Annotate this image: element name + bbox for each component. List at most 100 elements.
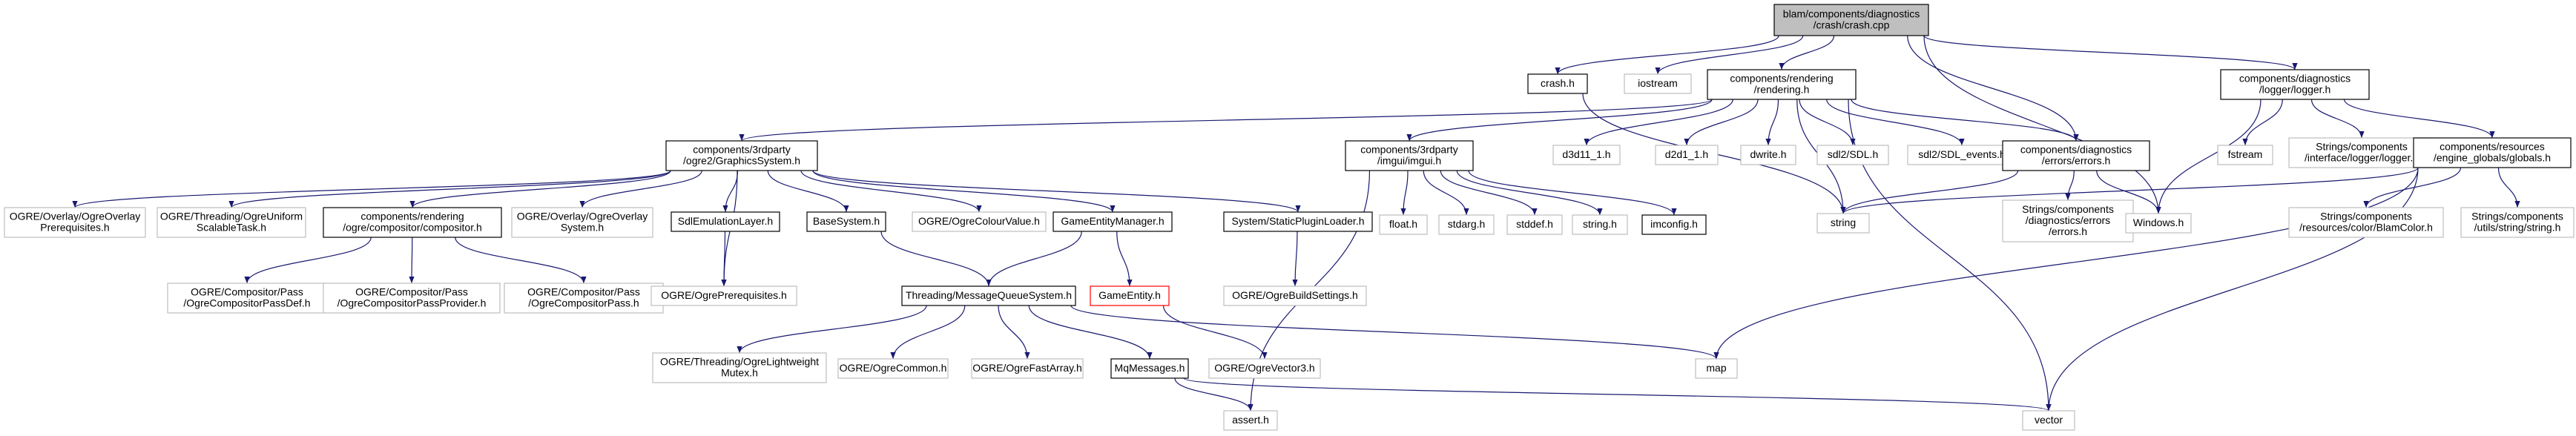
node-label-line: OGRE/OgreBuildSettings.h	[1232, 289, 1358, 301]
node-box	[2413, 137, 2572, 168]
edge-graphicssystem-h-to-uniform-task-h	[228, 170, 671, 208]
edge-line	[890, 305, 966, 360]
node-box	[1345, 140, 1474, 171]
edge-graphicssystem-h-to-sdlemulation-h	[722, 170, 739, 213]
node-label-line: System.h	[561, 222, 604, 234]
node-label-line: OGRE/OgreVector3.h	[1214, 362, 1314, 374]
node-windows-h: Windows.h	[2125, 213, 2192, 234]
node-box	[323, 283, 501, 314]
node-label-line: Strings/components	[2022, 203, 2114, 215]
node-box	[4, 207, 146, 238]
node-label-line: sdl2/SDL.h	[1828, 148, 1878, 160]
node-label-line: OGRE/OgreColourValue.h	[918, 215, 1040, 227]
node-label-line: Strings/components	[2471, 211, 2563, 222]
node-label-line: /errors.h	[2049, 225, 2087, 237]
node-gameentitymanager-h[interactable]: GameEntityManager.h	[1053, 211, 1173, 232]
node-gameentity-h[interactable]: GameEntity.h	[1090, 285, 1170, 306]
edge-line	[2155, 99, 2262, 214]
node-label-line: stddef.h	[1516, 218, 1553, 230]
node-label-line: OGRE/Compositor/Pass	[527, 286, 640, 298]
node-label-line: MqMessages.h	[1115, 362, 1185, 374]
node-staticplugin-h[interactable]: System/StaticPluginLoader.h	[1223, 211, 1373, 232]
node-label-line: /errors/errors.h	[2042, 155, 2111, 167]
node-label-line: Prerequisites.h	[40, 222, 109, 234]
node-basesystem-h[interactable]: BaseSystem.h	[806, 211, 886, 232]
node-imconfig-h[interactable]: imconfig.h	[1641, 214, 1707, 235]
node-box	[665, 140, 818, 171]
node-label-line: dwrite.h	[1750, 148, 1786, 160]
node-box	[1053, 211, 1173, 232]
node-label-line: GameEntity.h	[1098, 289, 1161, 301]
edge-globals-h-to-map	[1713, 167, 2419, 360]
edge-line	[2242, 99, 2283, 146]
node-d3d11-1-h: d3d11_1.h	[1552, 145, 1621, 165]
edge-mqmessages-h-to-assert-h	[1174, 377, 1254, 412]
node-colourvalue-h: OGRE/OgreColourValue.h	[912, 211, 1047, 232]
node-label-line: System/StaticPluginLoader.h	[1232, 215, 1365, 227]
edge-staticplugin-h-to-buildsettings-h	[1292, 231, 1298, 287]
edge-line	[1713, 167, 2419, 360]
node-passdef-h: OGRE/Compositor/Pass/OgreCompositorPassD…	[167, 283, 327, 314]
edge-crash-cpp-to-errors-h	[1907, 35, 2079, 142]
node-strings-logger-h: Strings/components/interface/logger/logg…	[2288, 137, 2435, 168]
edge-line	[72, 170, 671, 208]
edge-line	[2497, 167, 2520, 208]
node-label-line: crash.h	[1541, 77, 1575, 89]
node-label-line: OGRE/Compositor/Pass	[355, 286, 468, 298]
edge-line	[1174, 377, 1254, 412]
edge-messagequeue-h-to-map	[1070, 305, 1719, 360]
edge-line	[1183, 377, 2052, 412]
edge-line	[1684, 99, 1759, 146]
edge-graphicssystem-h-to-compositor-h	[409, 170, 671, 208]
node-string: string	[1816, 213, 1870, 234]
node-box	[652, 352, 827, 383]
edge-crash-cpp-to-windows-h	[1923, 35, 2161, 214]
edge-line	[1116, 231, 1133, 287]
node-label-line: OGRE/OgreCommon.h	[840, 362, 947, 374]
node-mqmessages-h[interactable]: MqMessages.h	[1110, 358, 1189, 379]
node-box	[837, 358, 949, 379]
node-label-line: /diagnostics/errors	[2026, 214, 2110, 226]
edge-gameentitymanager-h-to-gameentity-h	[1116, 231, 1133, 287]
edge-line	[998, 305, 1030, 360]
edge-line	[1826, 99, 1965, 146]
node-rendering-h[interactable]: components/rendering/rendering.h	[1707, 69, 1857, 100]
edge-line	[2065, 170, 2075, 201]
edge-logger-h-to-strings-logger-h	[2310, 99, 2365, 139]
node-sdlemulation-h[interactable]: SdlEmulationLayer.h	[671, 211, 780, 232]
node-logger-h[interactable]: components/diagnostics/logger/logger.h	[2220, 69, 2370, 100]
node-label-line: ScalableTask.h	[197, 222, 266, 234]
edge-line	[1070, 305, 1719, 360]
node-imgui-h[interactable]: components/3rdparty/imgui/imgui.h	[1345, 140, 1474, 171]
edge-logger-h-to-fstream	[2242, 99, 2283, 146]
edge-crash-cpp-to-crash-h	[1555, 35, 1779, 75]
edge-logger-h-to-windows-h	[2155, 99, 2262, 214]
node-label-line: components/3rdparty	[1360, 144, 1458, 156]
edge-line	[1799, 99, 1856, 146]
edge-graphicssystem-h-to-basesystem-h	[767, 170, 849, 213]
node-box	[1527, 73, 1588, 94]
node-label-line: assert.h	[1232, 414, 1269, 426]
edge-line	[1028, 305, 1153, 360]
node-messagequeue-h[interactable]: Threading/MessageQueueSystem.h	[901, 285, 1076, 306]
node-box	[1624, 73, 1692, 94]
edge-imgui-h-to-stdarg-h	[1423, 170, 1469, 216]
node-box	[167, 283, 327, 314]
node-crash-h[interactable]: crash.h	[1527, 73, 1588, 94]
edge-gameentity-h-to-vector3-h	[1162, 305, 1268, 360]
node-label-line: string	[1831, 217, 1856, 228]
node-passprovider-h: OGRE/Compositor/Pass/OgreCompositorPassP…	[323, 283, 501, 314]
edge-line	[986, 231, 1082, 287]
node-crash-cpp[interactable]: blam/components/diagnostics/crash/crash.…	[1773, 4, 1929, 36]
node-compositor-h[interactable]: components/rendering/ogre/compositor/com…	[323, 207, 502, 238]
node-box	[1379, 214, 1428, 235]
node-label-line: OGRE/Overlay/OgreOverlay	[517, 211, 648, 222]
node-graphicssystem-h[interactable]: components/3rdparty/ogre2/GraphicsSystem…	[665, 140, 818, 171]
node-globals-h[interactable]: components/resources/engine_globals/glob…	[2413, 137, 2572, 168]
edge-line	[1584, 99, 1733, 146]
node-errors-h[interactable]: components/diagnostics/errors/errors.h	[2002, 140, 2150, 171]
edge-gameentitymanager-h-to-messagequeue-h	[986, 231, 1082, 287]
node-label-line: components/3rdparty	[693, 144, 791, 156]
